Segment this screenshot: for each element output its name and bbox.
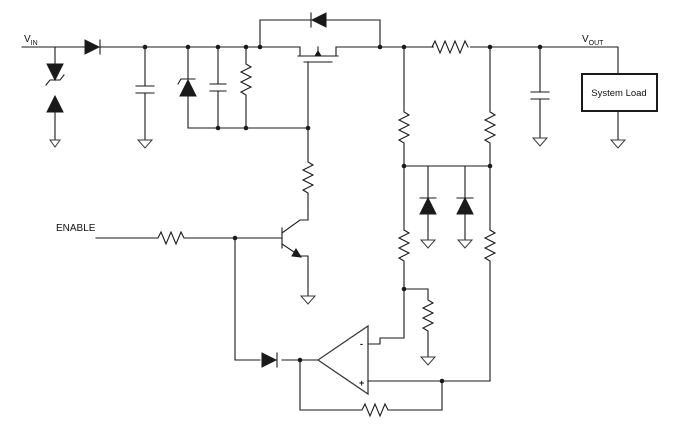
vout-label: VOUT <box>582 34 604 47</box>
junction-dots <box>142 44 543 384</box>
tvs-diode <box>45 46 65 148</box>
driver-resistor <box>301 127 315 215</box>
input-capacitor <box>135 46 155 149</box>
gate-capacitor <box>209 46 227 129</box>
vin-label: VIN <box>24 34 38 47</box>
divider-left-lower <box>397 229 429 290</box>
npn-transistor <box>281 213 317 305</box>
bypass-diode <box>259 12 381 48</box>
pass-mosfet <box>259 46 561 129</box>
divider-right <box>483 46 497 382</box>
comparator: - + <box>316 288 491 396</box>
comparator-output-path <box>234 237 319 368</box>
reference-node <box>403 165 491 249</box>
feedback-resistor <box>299 359 443 418</box>
divider-left-upper <box>397 46 411 231</box>
system-load: System Load <box>581 73 658 149</box>
output-resistor <box>431 39 470 55</box>
output-capacitor <box>530 46 550 147</box>
minus-input-label: - <box>360 339 363 349</box>
minus-ground-resistor <box>419 288 437 366</box>
gate-zener <box>177 46 197 129</box>
input-diode <box>84 39 101 55</box>
gate-resistor <box>239 46 253 129</box>
system-load-label: System Load <box>591 88 646 99</box>
enable-line <box>95 230 283 246</box>
output-rail <box>559 46 619 75</box>
plus-input-label: + <box>359 378 364 388</box>
enable-label: ENABLE <box>56 223 96 234</box>
